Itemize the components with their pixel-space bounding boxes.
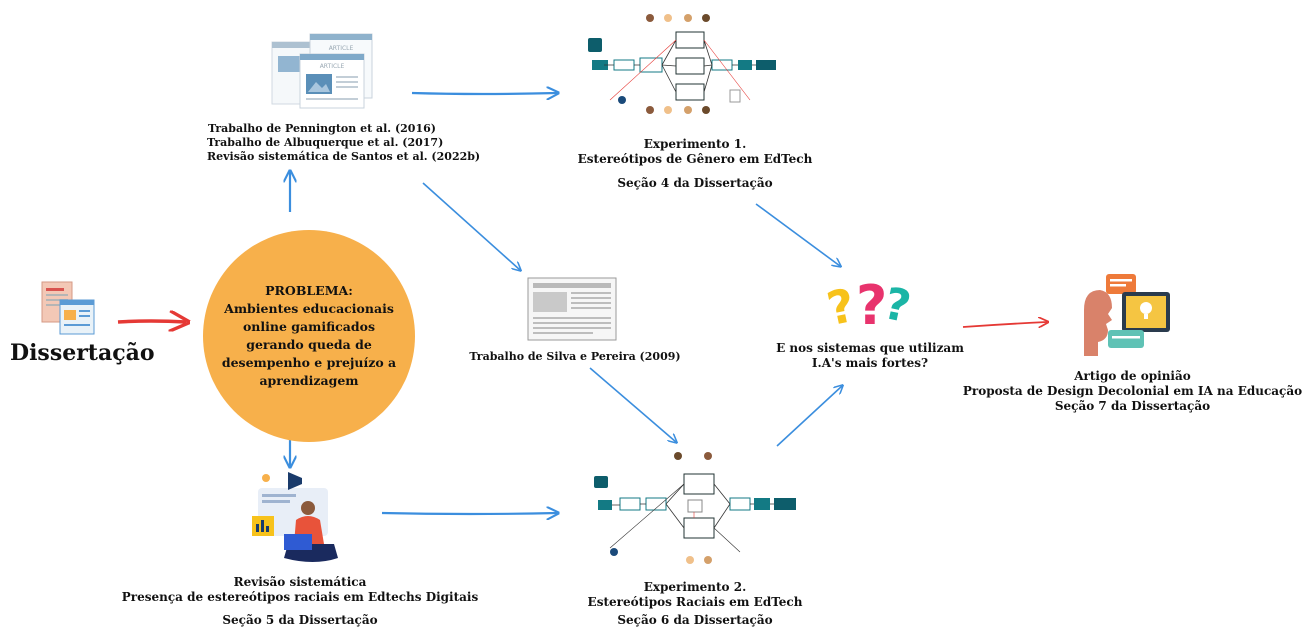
review-title: Revisão sistemática Presença de estereót… [110, 575, 490, 605]
related-work-text: Trabalho de Pennington et al. (2016) Tra… [207, 122, 481, 163]
arrow-exp1-to-question [755, 203, 840, 266]
arrow-related-to-exp1 [411, 93, 557, 94]
arrow-related-to-silva [422, 182, 520, 270]
experiment2-title: Experimento 2. Estereótipos Raciais em E… [555, 580, 835, 610]
articles-icon: ARTICLE ARTICLE [270, 30, 380, 110]
arrow-root-to-problem [117, 321, 186, 322]
opinion-text: Artigo de opinião Proposta de Design Dec… [960, 369, 1305, 414]
question-marks-icon: ? ? ? [822, 268, 916, 337]
svg-text:?: ? [826, 278, 860, 334]
question-line: I.A's mais fortes? [811, 356, 929, 370]
problem-line: aprendizagem [259, 373, 359, 389]
problem-line: desempenho e prejuízo a [221, 355, 397, 371]
experiment1-diagram [580, 10, 780, 122]
opinion-line: Artigo de opinião [1074, 369, 1191, 383]
related-work-line: Trabalho de Albuquerque et al. (2017) [207, 135, 444, 149]
article-text: ARTICLE [320, 63, 345, 70]
arrow-silva-to-exp2 [589, 367, 676, 442]
review-section: Seção 5 da Dissertação [222, 613, 378, 627]
arrow-exp2-to-question [776, 386, 842, 447]
question-line: E nos sistemas que utilizam [776, 341, 964, 355]
opinion-line: Seção 7 da Dissertação [1054, 399, 1211, 413]
related-work-line: Trabalho de Pennington et al. (2016) [208, 122, 436, 135]
experiment2-diagram [590, 448, 800, 570]
experiment1-section: Seção 4 da Dissertação [617, 176, 773, 190]
problem-line: Ambientes educacionais [224, 300, 394, 316]
review-line: Revisão sistemática [233, 575, 367, 589]
problem-line: gerando queda de [246, 337, 372, 352]
problem-line: PROBLEMA: [265, 282, 353, 298]
question-text: E nos sistemas que utilizam I.A's mais f… [760, 341, 980, 371]
problem-line: online gamificados [242, 318, 376, 334]
root-label: Dissertação [10, 340, 155, 366]
arrow-question-to-opinion [962, 322, 1047, 328]
documents-icon [38, 280, 100, 336]
experiment1-line: Experimento 1. [643, 137, 747, 151]
related-work-line: Revisão sistemática de Santos et al. (20… [207, 149, 481, 163]
opinion-line: Proposta de Design Decolonial em IA na E… [962, 384, 1303, 398]
experiment2-section: Seção 6 da Dissertação [617, 613, 773, 627]
arrow-review-to-exp2 [381, 513, 557, 514]
experiment2-line: Estereótipos Raciais em EdTech [587, 595, 803, 609]
person-idea-icon [1078, 270, 1178, 356]
review-line: Presença de estereótipos raciais em Edte… [121, 590, 479, 604]
experiment1-line: Estereótipos de Gênero em EdTech [577, 152, 813, 166]
problem-circle: PROBLEMA: Ambientes educacionais online … [203, 230, 415, 442]
person-laptop-icon [248, 470, 348, 568]
experiment1-title: Experimento 1. Estereótipos de Gênero em… [560, 137, 830, 167]
silva-label: Trabalho de Silva e Pereira (2009) [469, 350, 681, 363]
experiment2-line: Experimento 2. [643, 580, 747, 594]
article-text: ARTICLE [329, 45, 354, 52]
newspaper-icon [527, 277, 617, 341]
svg-text:?: ? [856, 274, 887, 334]
